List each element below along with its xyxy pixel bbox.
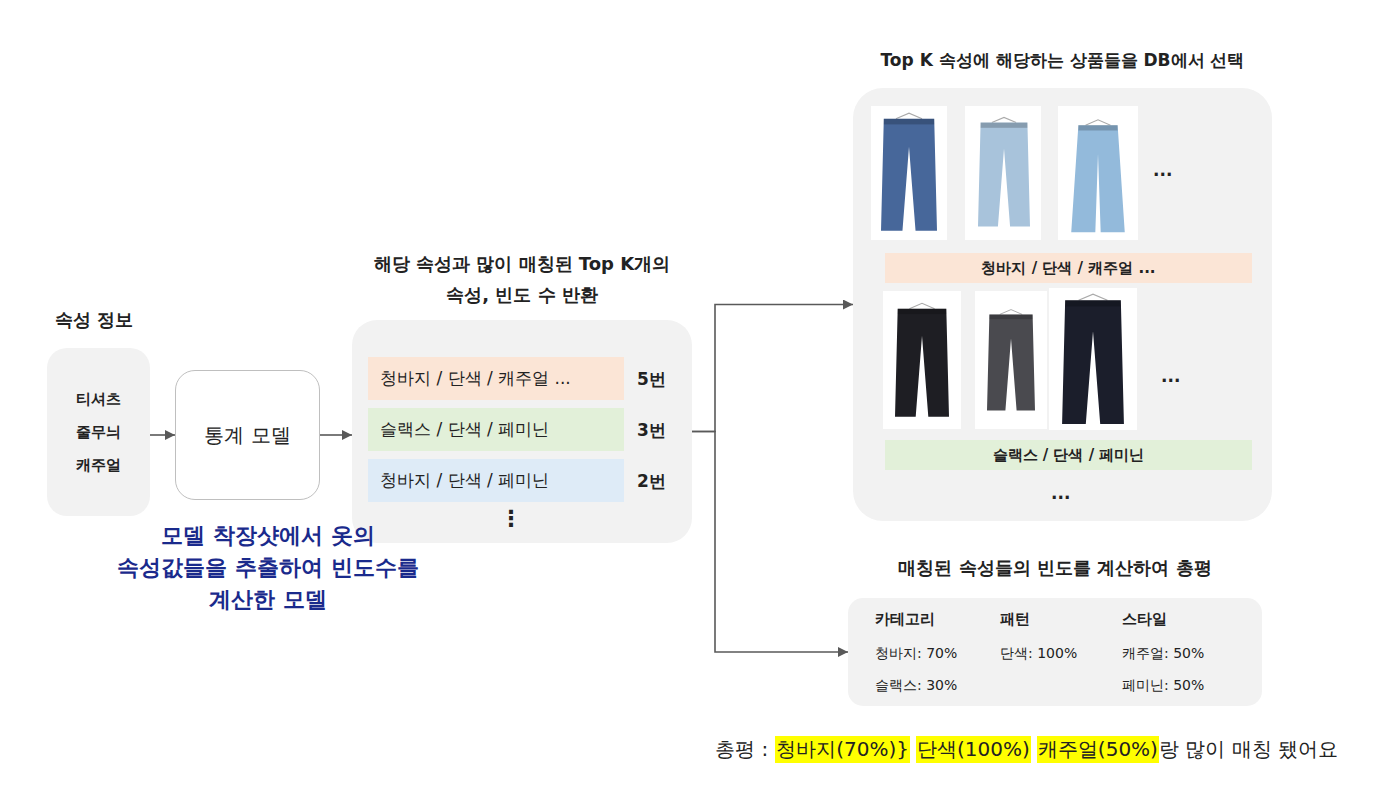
attribute-item: 캐주얼 [76, 456, 121, 475]
summary-highlight: 청바지(70%)} [775, 736, 910, 763]
flow-arrow [692, 305, 853, 432]
box-label: 청바지 / 단색 / 캐주얼 ... [981, 259, 1155, 278]
table-header: 스타일 [1122, 610, 1167, 629]
table-cell: 단색: 100% [1000, 645, 1077, 663]
ellipsis: ... [1051, 483, 1070, 503]
table-header: 패턴 [1000, 610, 1030, 629]
attribute-band: 슬랙스 / 단색 / 페미닌 [885, 440, 1252, 470]
frequency-count: 5번 [637, 368, 666, 391]
table-header: 카테고리 [875, 610, 935, 629]
result-row: 슬랙스 / 단색 / 페미닌 [368, 408, 624, 451]
attribute-item: 티셔츠 [76, 390, 121, 409]
result-row: 청바지 / 단색 / 페미닌 [368, 459, 624, 502]
attribute-band: 청바지 / 단색 / 캐주얼 ... [885, 253, 1252, 283]
flow-arrow [150, 434, 175, 436]
table-cell: 청바지: 70% [875, 645, 957, 663]
panel-heading: 매칭된 속성들의 빈도를 계산하여 총평 [898, 556, 1211, 580]
table-cell: 캐주얼: 50% [1122, 645, 1204, 663]
attribute-item: 줄무늬 [76, 423, 121, 442]
ellipsis: ... [1153, 160, 1172, 180]
summary-prefix: 총평 : [715, 736, 768, 763]
frequency-count: 2번 [637, 470, 666, 493]
product-panel: Top K 속성에 해당하는 상품들을 DB에서 선택청바지 / 단색 / 캐주… [853, 88, 1272, 521]
summary-suffix: 랑 많이 매칭 됐어요 [1159, 736, 1338, 763]
model-note: 모델 착장샷에서 옷의 속성값들을 추출하여 빈도수를 계산한 모델 [108, 520, 428, 616]
flow-arrow [692, 432, 848, 653]
summary-line: 총평 : 청바지(70%)}단색(100%)캐주얼(50%)랑 많이 매칭 됐어요 [715, 736, 1338, 763]
box-label: 슬랙스 / 단색 / 페미닌 [993, 446, 1145, 465]
table-cell: 슬랙스: 30% [875, 677, 957, 695]
ellipsis: ⋮ [500, 506, 522, 531]
box-label: 청바지 / 단색 / 캐주얼 ... [380, 367, 571, 390]
summary-highlight: 캐주얼(50%) [1037, 736, 1159, 763]
panel-heading: 해당 속성과 많이 매칭된 Top K개의 속성, 빈도 수 반환 [372, 248, 672, 310]
input-box: 속성 정보티셔츠줄무늬캐주얼 [47, 348, 150, 516]
box-label: 슬랙스 / 단색 / 페미닌 [380, 418, 549, 441]
frequency-count: 3번 [637, 419, 666, 442]
panel-heading: 속성 정보 [55, 308, 133, 332]
flow-arrow [320, 434, 352, 436]
model-box: 통계 모델 [175, 370, 320, 500]
box-label: 청바지 / 단색 / 페미닌 [380, 469, 549, 492]
ellipsis: ... [1161, 366, 1180, 386]
table-cell: 페미닌: 50% [1122, 677, 1204, 695]
result-panel: 해당 속성과 많이 매칭된 Top K개의 속성, 빈도 수 반환청바지 / 단… [352, 320, 692, 543]
panel-heading: Top K 속성에 해당하는 상품들을 DB에서 선택 [881, 48, 1245, 72]
box-label: 통계 모델 [204, 422, 290, 449]
summary-panel: 매칭된 속성들의 빈도를 계산하여 총평카테고리청바지: 70%슬랙스: 30%… [848, 598, 1262, 706]
result-row: 청바지 / 단색 / 캐주얼 ... [368, 357, 624, 400]
summary-highlight: 단색(100%) [916, 736, 1031, 763]
